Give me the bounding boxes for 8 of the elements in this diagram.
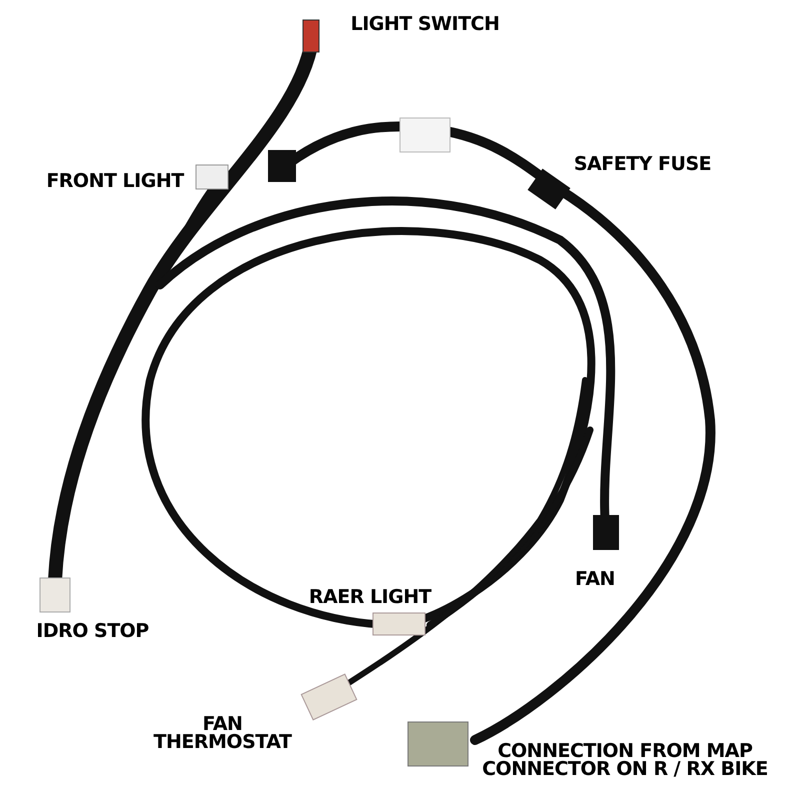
part-label: FRONT LIGHT	[45, 172, 186, 190]
part-label: FAN	[574, 570, 616, 588]
part-label: SAFETY FUSE	[572, 155, 712, 173]
part-label: RAER LIGHT	[308, 588, 432, 606]
part-label: CONNECTION FROM MAP CONNECTOR ON R / RX BIKE	[481, 742, 769, 778]
part-label: LIGHT SWITCH	[350, 15, 500, 33]
part-label: FAN THERMOSTAT	[152, 715, 293, 751]
part-label: IDRO STOP	[35, 622, 150, 640]
